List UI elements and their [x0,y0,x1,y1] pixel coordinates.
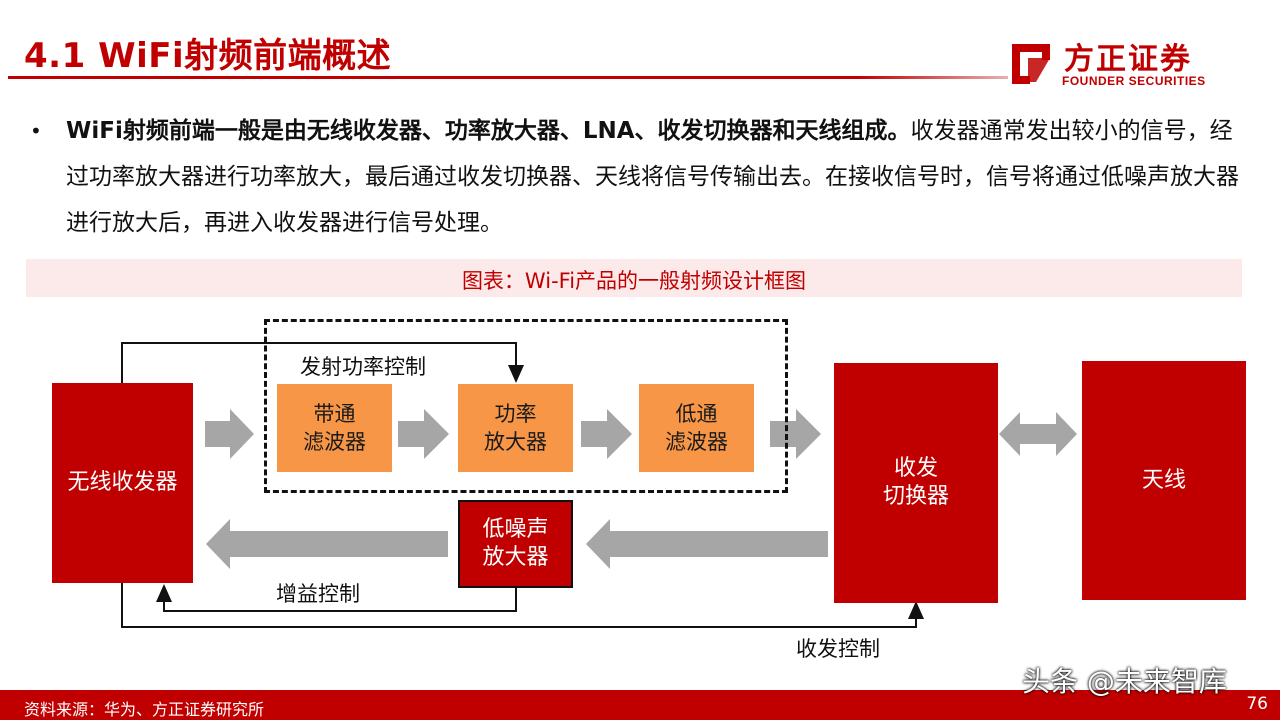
lna-block: 低噪声 放大器 [458,500,573,588]
figure-caption-bar: 图表：Wi-Fi产品的一般射频设计框图 [26,259,1242,297]
transceiver-block: 无线收发器 [52,383,193,583]
page-title: 4.1 WiFi射频前端概述 [24,36,392,76]
antenna-block: 天线 [1082,361,1246,600]
gain-control-line [156,584,517,612]
arrow-tx-3 [581,409,632,459]
source-note: 资料来源：华为、方正证券研究所 [24,700,265,719]
company-logo: 方正证券 FOUNDER SECURITIES [1004,34,1244,94]
summary-normal-text: 收发器通常发出较小的信号，经过功率放大器进行功率放大，最后通过收发切换器、天线将… [66,118,1239,236]
lowpass-filter-block: 低通 滤波器 [639,384,754,472]
gain-control-label: 增益控制 [276,582,360,606]
summary-bold-text: WiFi射频前端一般是由无线收发器、功率放大器、LNA、收发切换器和天线组成。 [66,118,911,144]
bullet-icon: • [30,119,42,143]
figure-caption: 图表：Wi-Fi产品的一般射频设计框图 [461,269,807,293]
arrow-tx-1 [205,409,254,459]
tx-power-control-label: 发射功率控制 [300,355,426,379]
arrow-tx-4 [770,409,821,459]
arrow-tx-2 [398,409,449,459]
trx-control-line [121,583,924,628]
logo-chinese-name: 方正证券 [1064,42,1192,77]
arrow-switch-antenna [999,412,1077,456]
trx-control-label: 收发控制 [796,637,880,661]
tx-power-control-line [121,342,524,383]
logo-english-name: FOUNDER SECURITIES [1062,74,1206,88]
footer-bar [0,690,1280,720]
watermark: 头条 @未来智库 [1022,665,1227,698]
tx-chain-boundary [264,319,788,493]
title-underline [8,76,1008,79]
bandpass-filter-block: 带通 滤波器 [277,384,392,472]
founder-logo-icon [1012,44,1050,84]
page-number: 76 [1246,694,1268,714]
summary-paragraph: • WiFi射频前端一般是由无线收发器、功率放大器、LNA、收发切换器和天线组成… [30,108,1240,246]
tr-switch-block: 收发 切换器 [834,363,998,603]
summary-text: WiFi射频前端一般是由无线收发器、功率放大器、LNA、收发切换器和天线组成。收… [66,108,1240,246]
arrow-rx-1 [586,519,828,569]
arrow-rx-2 [206,519,448,569]
power-amplifier-block: 功率 放大器 [458,384,573,472]
